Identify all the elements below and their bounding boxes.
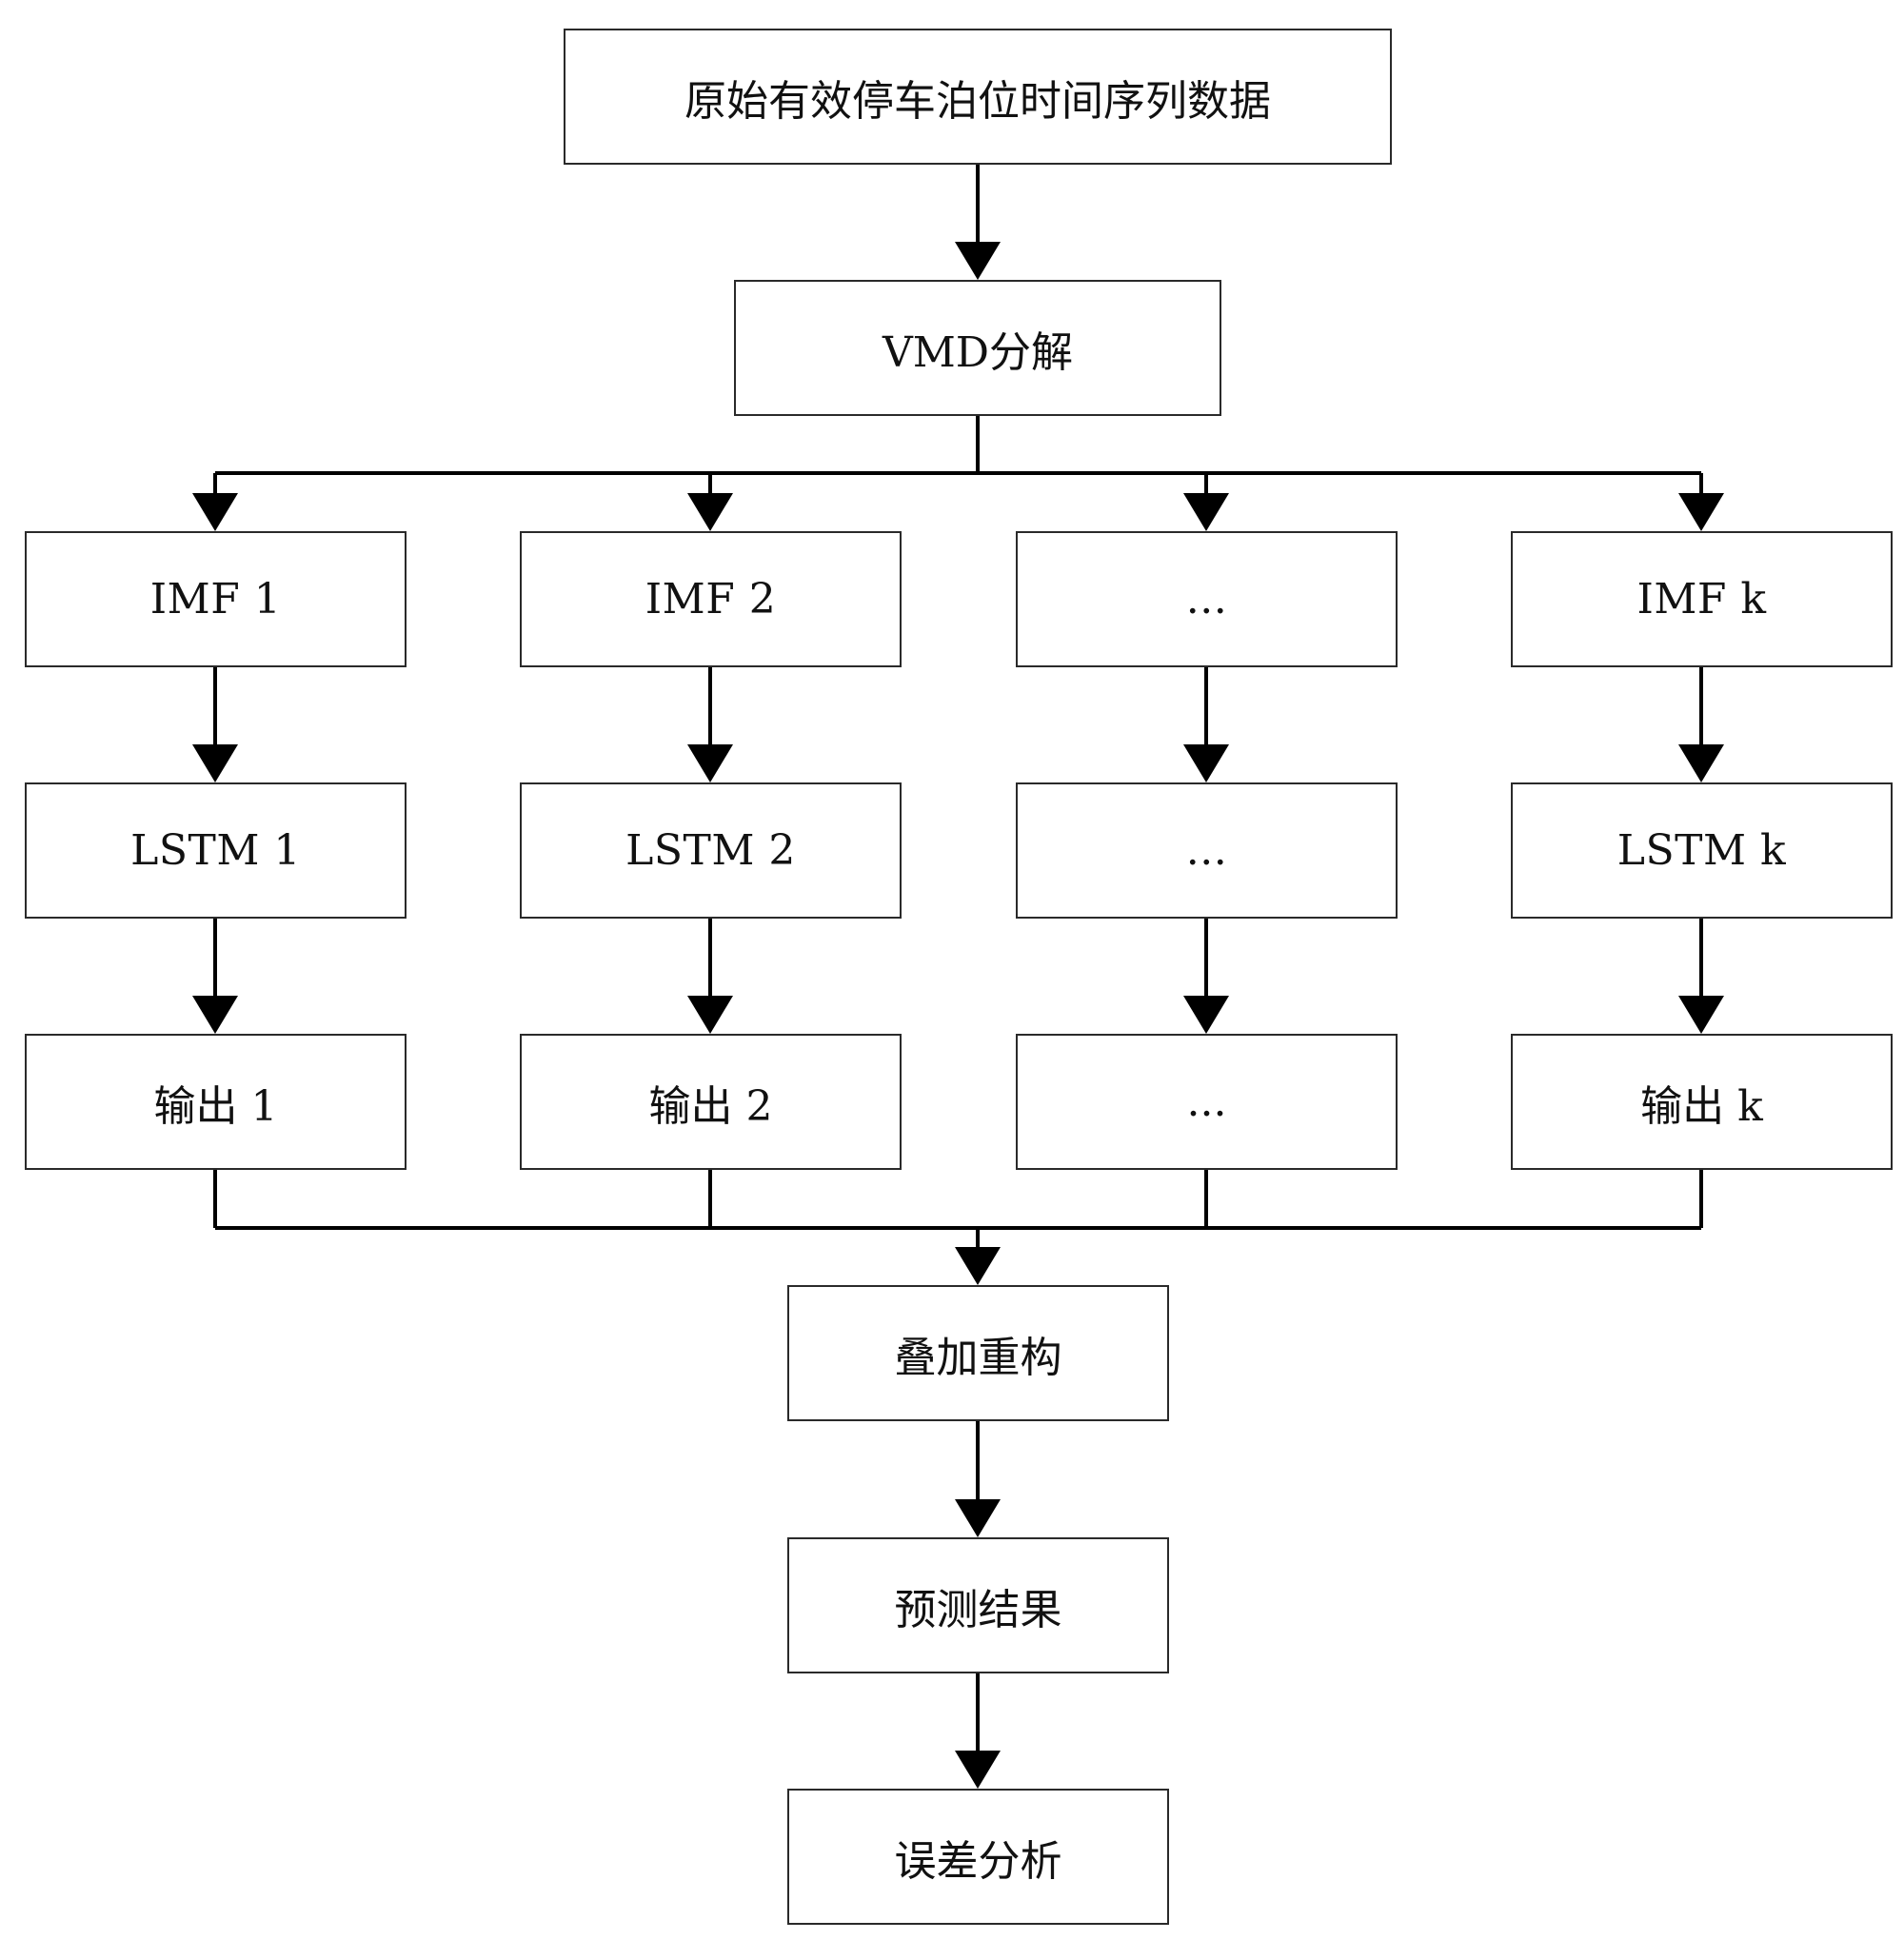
node-imf-2-label: IMF 2: [645, 575, 777, 624]
node-prediction-label: 预测结果: [894, 1585, 1062, 1634]
node-prediction: 预测结果: [787, 1537, 1169, 1673]
node-imf-k-label: IMF k: [1636, 575, 1767, 624]
node-source-data: 原始有效停车泊位时间序列数据: [564, 29, 1392, 165]
node-imf-2: IMF 2: [520, 531, 902, 667]
node-source-data-label: 原始有效停车泊位时间序列数据: [684, 76, 1271, 126]
node-imf-1: IMF 1: [25, 531, 407, 667]
node-reconstruct-label: 叠加重构: [894, 1333, 1062, 1382]
node-lstm-k-label: LSTM k: [1616, 826, 1787, 875]
node-imf-1-label: IMF 1: [149, 575, 282, 624]
node-vmd-decomposition: VMD分解: [734, 280, 1221, 416]
node-output-k: 输出 k: [1511, 1034, 1893, 1170]
node-imf-ellipsis-label: ...: [1185, 575, 1228, 624]
node-lstm-ellipsis-label: ...: [1185, 826, 1228, 875]
node-imf-ellipsis: ...: [1016, 531, 1398, 667]
node-output-2: 输出 2: [520, 1034, 902, 1170]
node-lstm-1-label: LSTM 1: [130, 826, 301, 875]
node-lstm-ellipsis: ...: [1016, 782, 1398, 919]
node-output-ellipsis-label: ...: [1186, 1078, 1227, 1126]
node-error-analysis: 误差分析: [787, 1789, 1169, 1925]
node-output-1: 输出 1: [25, 1034, 407, 1170]
node-output-k-label: 输出 k: [1640, 1081, 1763, 1131]
node-lstm-k: LSTM k: [1511, 782, 1893, 919]
node-lstm-2-label: LSTM 2: [625, 826, 796, 875]
node-reconstruct: 叠加重构: [787, 1285, 1169, 1421]
node-vmd-label: VMD分解: [882, 327, 1074, 377]
node-lstm-2: LSTM 2: [520, 782, 902, 919]
node-lstm-1: LSTM 1: [25, 782, 407, 919]
node-imf-k: IMF k: [1511, 531, 1893, 667]
node-error-analysis-label: 误差分析: [894, 1836, 1062, 1886]
node-output-ellipsis: ...: [1016, 1034, 1398, 1170]
node-output-2-label: 输出 2: [648, 1081, 773, 1131]
node-output-1-label: 输出 1: [153, 1081, 278, 1131]
